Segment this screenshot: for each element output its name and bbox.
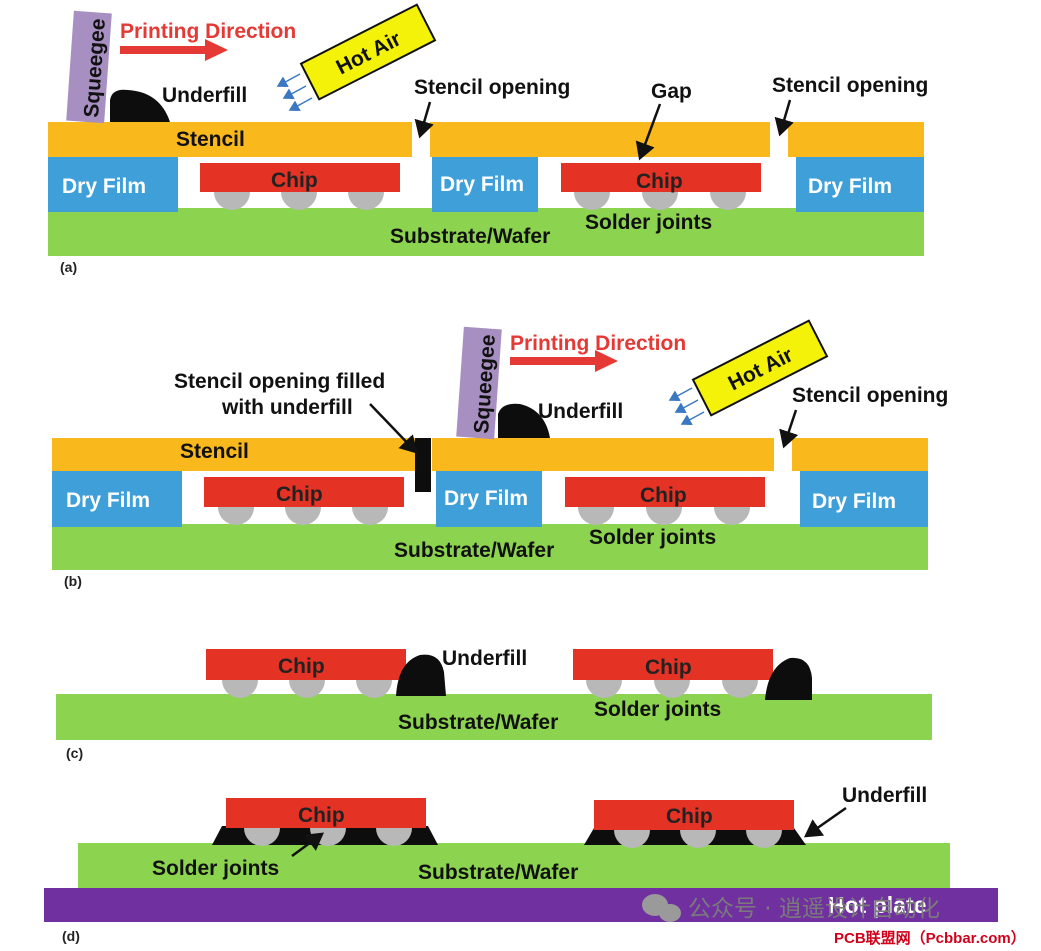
- dry-film-block: [796, 157, 924, 212]
- right-arrow-icon: [510, 350, 618, 372]
- panel-tag: (b): [64, 573, 82, 589]
- substrate: [78, 843, 950, 888]
- underfill-label: Underfill: [842, 784, 927, 807]
- stencil: [430, 122, 770, 157]
- panel-a: Squeegee Printing Direction Hot Air Unde…: [48, 3, 928, 275]
- squeegee: [456, 326, 502, 440]
- dry-film-block: [52, 470, 182, 527]
- watermark-text: 公众号 · 逍遥设计自动化: [688, 896, 940, 922]
- stencil: [52, 438, 416, 471]
- wechat-icon: [642, 894, 681, 922]
- panel-b: Squeegee Printing Direction Hot Air Unde…: [52, 319, 948, 589]
- chip-label: Chip: [276, 483, 323, 506]
- chip-label: Chip: [298, 804, 345, 827]
- underfill-fillet: [396, 654, 446, 696]
- gap-label: Gap: [651, 80, 692, 103]
- filled-stencil-opening: [415, 438, 431, 492]
- dry-film-block: [800, 470, 928, 527]
- chip: [204, 477, 404, 507]
- dry-film-label: Dry Film: [66, 489, 150, 512]
- substrate-label: Substrate/Wafer: [394, 539, 554, 562]
- leader-arrow: [291, 832, 325, 858]
- dry-film-label: Dry Film: [444, 487, 528, 510]
- underfill-label: Underfill: [162, 84, 247, 107]
- dry-film-label: Dry Film: [808, 175, 892, 198]
- leader-arrow: [414, 101, 434, 139]
- stencil-label: Stencil: [180, 440, 249, 463]
- hot-plate-label: Hot plate: [828, 892, 926, 918]
- stencil-opening-filled-label: with underfill: [221, 396, 353, 419]
- printing-direction-label: Printing Direction: [510, 332, 686, 355]
- chip: [573, 649, 773, 680]
- hot-plate: [44, 888, 998, 922]
- printing-direction-label: Printing Direction: [120, 20, 296, 43]
- stencil-label: Stencil: [176, 128, 245, 151]
- underfill-bead: [498, 403, 550, 438]
- dry-film-block: [432, 157, 538, 212]
- stencil: [432, 438, 774, 471]
- chip-label: Chip: [636, 170, 683, 193]
- right-arrow-icon: [120, 39, 228, 61]
- stencil: [792, 438, 928, 471]
- watermark-site: PCB联盟网（Pcbbar.com）: [834, 929, 1026, 947]
- solder-joints-label: Solder joints: [585, 211, 712, 234]
- underfill-label: Underfill: [442, 647, 527, 670]
- substrate: [48, 208, 924, 256]
- stencil-opening-label: Stencil opening: [414, 76, 570, 99]
- leader-arrow: [369, 403, 418, 454]
- air-flow-arrows: [668, 387, 705, 425]
- stencil: [48, 122, 412, 157]
- solder-joints-label: Solder joints: [589, 526, 716, 549]
- chip-label: Chip: [278, 655, 325, 678]
- dry-film-label: Dry Film: [812, 490, 896, 513]
- chip-label: Chip: [640, 484, 687, 507]
- dry-film-block: [48, 157, 178, 212]
- solder-joints-label: Solder joints: [594, 698, 721, 721]
- chip: [561, 163, 761, 192]
- air-flow-arrows: [276, 73, 313, 111]
- substrate-label: Substrate/Wafer: [398, 711, 558, 734]
- leader-arrow: [635, 103, 662, 161]
- chip-label: Chip: [271, 169, 318, 192]
- dry-film-label: Dry Film: [62, 175, 146, 198]
- substrate-label: Substrate/Wafer: [390, 225, 550, 248]
- chip-label: Chip: [645, 656, 692, 679]
- leader-arrow: [779, 409, 799, 449]
- underfill-label: Underfill: [538, 400, 623, 423]
- panel-tag: (d): [62, 928, 80, 944]
- chip-label: Chip: [666, 805, 713, 828]
- panel-tag: (c): [66, 745, 83, 761]
- dry-film-label: Dry Film: [440, 173, 524, 196]
- dry-film-block: [436, 470, 542, 527]
- panel-c: Underfill Chip Chip Solder joints Substr…: [56, 647, 932, 761]
- chip: [594, 800, 794, 830]
- solder-joints-label: Solder joints: [152, 857, 279, 880]
- chip: [200, 163, 400, 192]
- stencil-opening-label: Stencil opening: [792, 384, 948, 407]
- panel-d: Chip Chip Underfill Solder joints Substr…: [44, 784, 998, 944]
- chip: [226, 798, 426, 828]
- stencil: [788, 122, 924, 157]
- substrate: [52, 524, 928, 570]
- squeegee: [66, 10, 112, 124]
- chip: [565, 477, 765, 507]
- underfill-fillet: [765, 657, 812, 700]
- stencil-opening-filled-label: Stencil opening filled: [174, 370, 385, 393]
- substrate-label: Substrate/Wafer: [418, 861, 578, 884]
- stencil-opening-label: Stencil opening: [772, 74, 928, 97]
- underfill-bead: [110, 89, 170, 122]
- watermark: 公众号 · 逍遥设计自动化 PCB联盟网（Pcbbar.com）: [642, 894, 1026, 947]
- substrate: [56, 694, 932, 740]
- chip: [206, 649, 406, 680]
- leader-arrow: [774, 99, 794, 137]
- leader-arrow: [803, 806, 847, 838]
- panel-tag: (a): [60, 259, 77, 275]
